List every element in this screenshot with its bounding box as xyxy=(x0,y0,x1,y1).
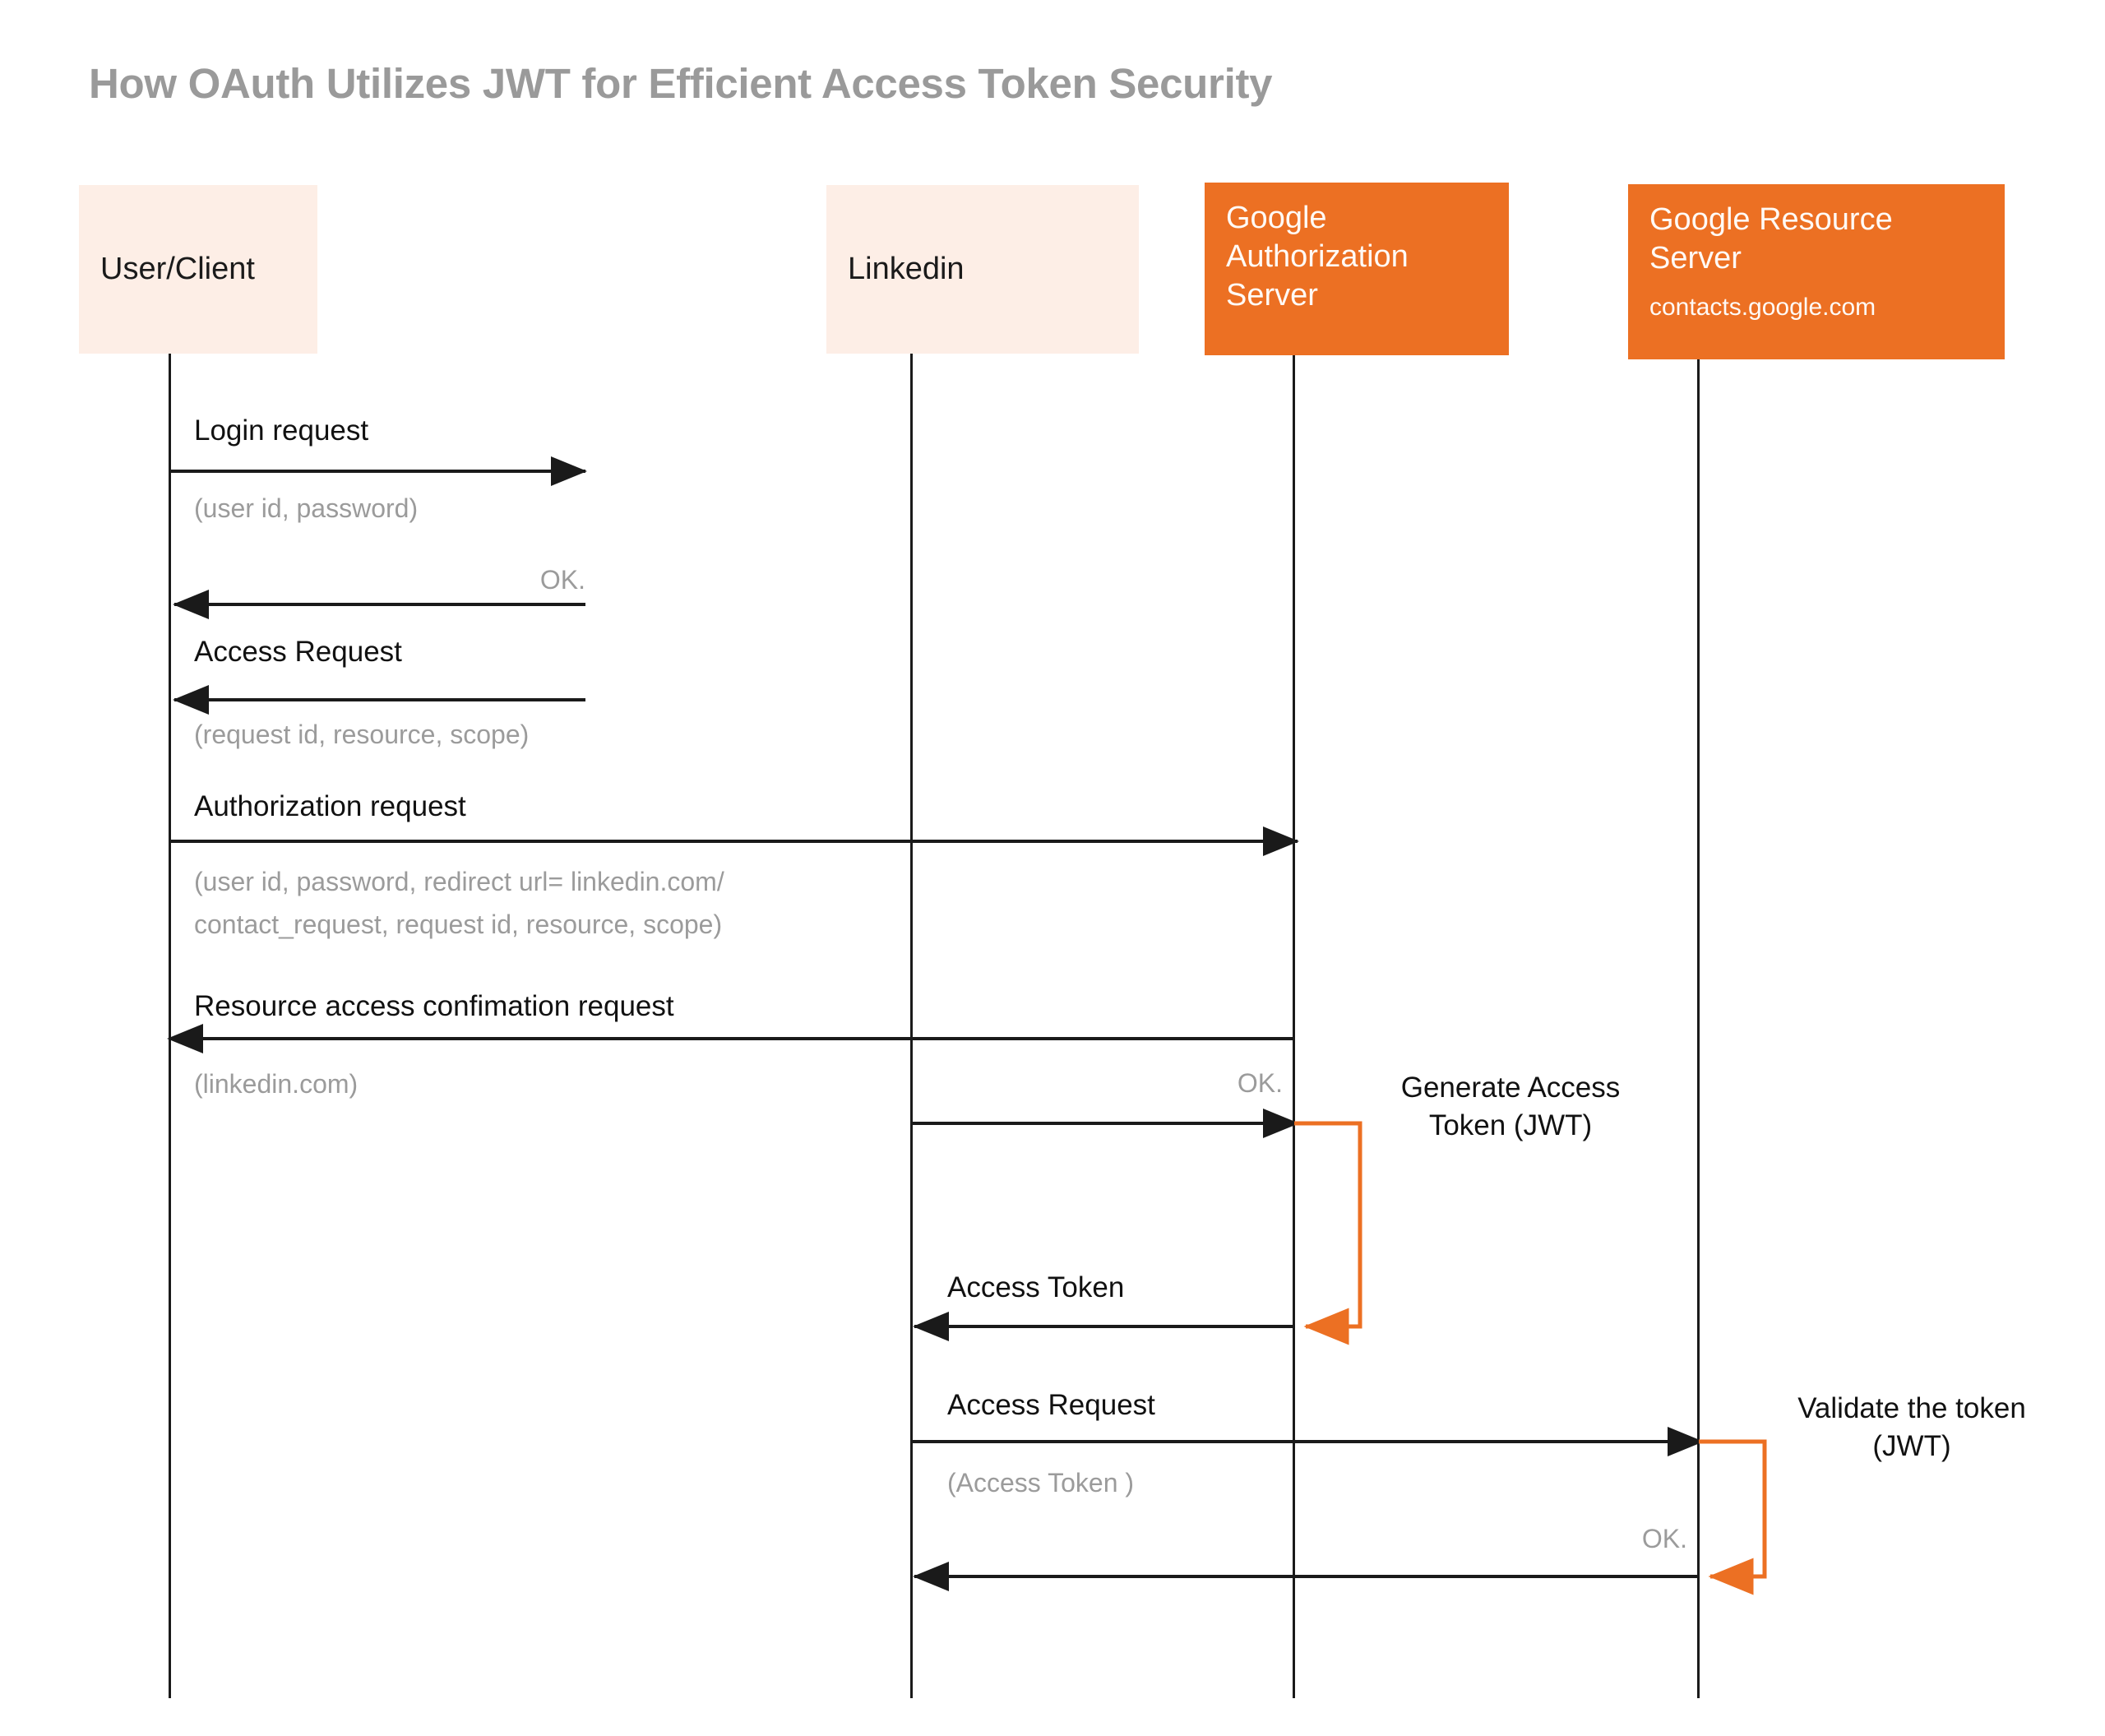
label-login-request: Login request xyxy=(194,414,369,447)
note-ok-3: OK. xyxy=(1641,1524,1687,1553)
actor-label-linkedin: Linkedin xyxy=(848,252,965,286)
label-access-token: Access Token xyxy=(947,1271,1125,1303)
note-ok-1: OK. xyxy=(539,565,585,595)
actor-label-google-authorization-server: Google Authorization Server xyxy=(1226,201,1409,312)
page-title: How OAuth Utilizes JWT for Efficient Acc… xyxy=(89,60,1273,107)
lifeline-google-resource-server xyxy=(1697,359,1700,1698)
note-access-request-1: (request id, resource, scope) xyxy=(194,720,530,749)
actor-label-user: User/Client xyxy=(100,252,255,286)
label-generate-access-token: Generate Access Token (JWT) xyxy=(1400,1072,1621,1141)
label-authorization-request: Authorization request xyxy=(194,790,466,822)
actor-box-google-resource-server[interactable]: Google Resource Server contacts.google.c… xyxy=(1628,184,2005,359)
actor-box-user[interactable]: User/Client xyxy=(79,185,317,354)
note-access-request-2: (Access Token ) xyxy=(947,1468,1135,1498)
note-authorization-request: (user id, password, redirect url= linked… xyxy=(194,867,724,939)
actor-box-linkedin[interactable]: Linkedin xyxy=(826,185,1139,354)
lifeline-user xyxy=(169,354,171,1698)
label-access-request-1: Access Request xyxy=(194,636,402,668)
lifeline-linkedin xyxy=(910,354,913,1698)
actor-subtitle-google-resource-server: contacts.google.com xyxy=(1649,294,1876,321)
label-access-request-2: Access Request xyxy=(947,1389,1155,1421)
note-login-request: (user id, password) xyxy=(194,493,419,523)
label-validate-token: Validate the token (JWT) xyxy=(1797,1392,2026,1462)
self-arrow-generate-access-token xyxy=(1294,1121,1362,1345)
actor-box-google-authorization-server[interactable]: Google Authorization Server xyxy=(1205,183,1509,355)
label-resource-access-confirmation: Resource access confimation request xyxy=(194,990,674,1022)
note-ok-2: OK. xyxy=(1237,1068,1283,1098)
note-resource-access-confirmation: (linkedin.com) xyxy=(194,1069,359,1099)
lifeline-google-authorization-server xyxy=(1293,355,1295,1698)
actor-label-google-resource-server: Google Resource Server xyxy=(1649,202,1893,275)
